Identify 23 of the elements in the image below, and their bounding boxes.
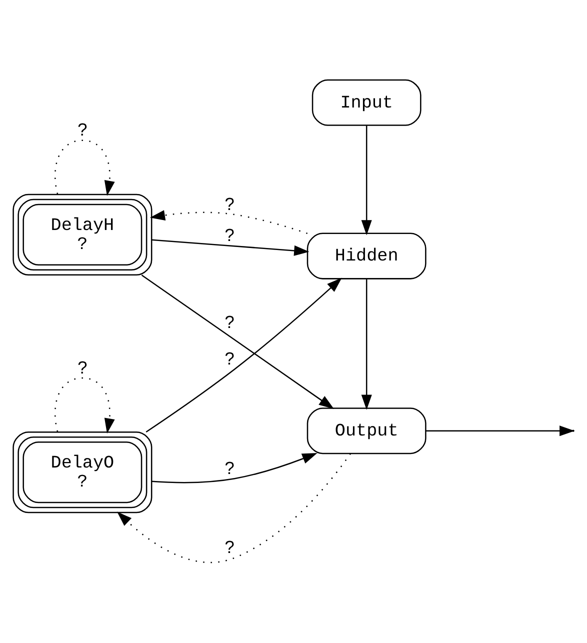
edge-label: ? [224,537,234,558]
node-box: Input [312,79,422,126]
edge-label: ? [78,120,88,140]
arrow [361,279,372,410]
edge-label: ? [224,194,234,214]
arrow [150,210,308,234]
edge-label: ? [224,348,234,368]
node-box: Output [306,408,426,454]
node-box: DelayO ? [12,431,152,514]
edge-label: ? [224,312,234,332]
arrow [116,453,351,564]
arrow [152,239,310,256]
edge-label: ? [78,357,88,378]
arrow [54,377,115,434]
edge-label: ? [224,458,234,478]
node-box: DelayH ? [12,194,152,276]
arrow [146,278,342,432]
arrow [141,274,334,410]
node-box: Hidden [306,232,426,280]
edge-label: ? [224,225,234,246]
arrow [54,140,115,196]
arrow [361,126,372,236]
arrow [152,452,318,484]
